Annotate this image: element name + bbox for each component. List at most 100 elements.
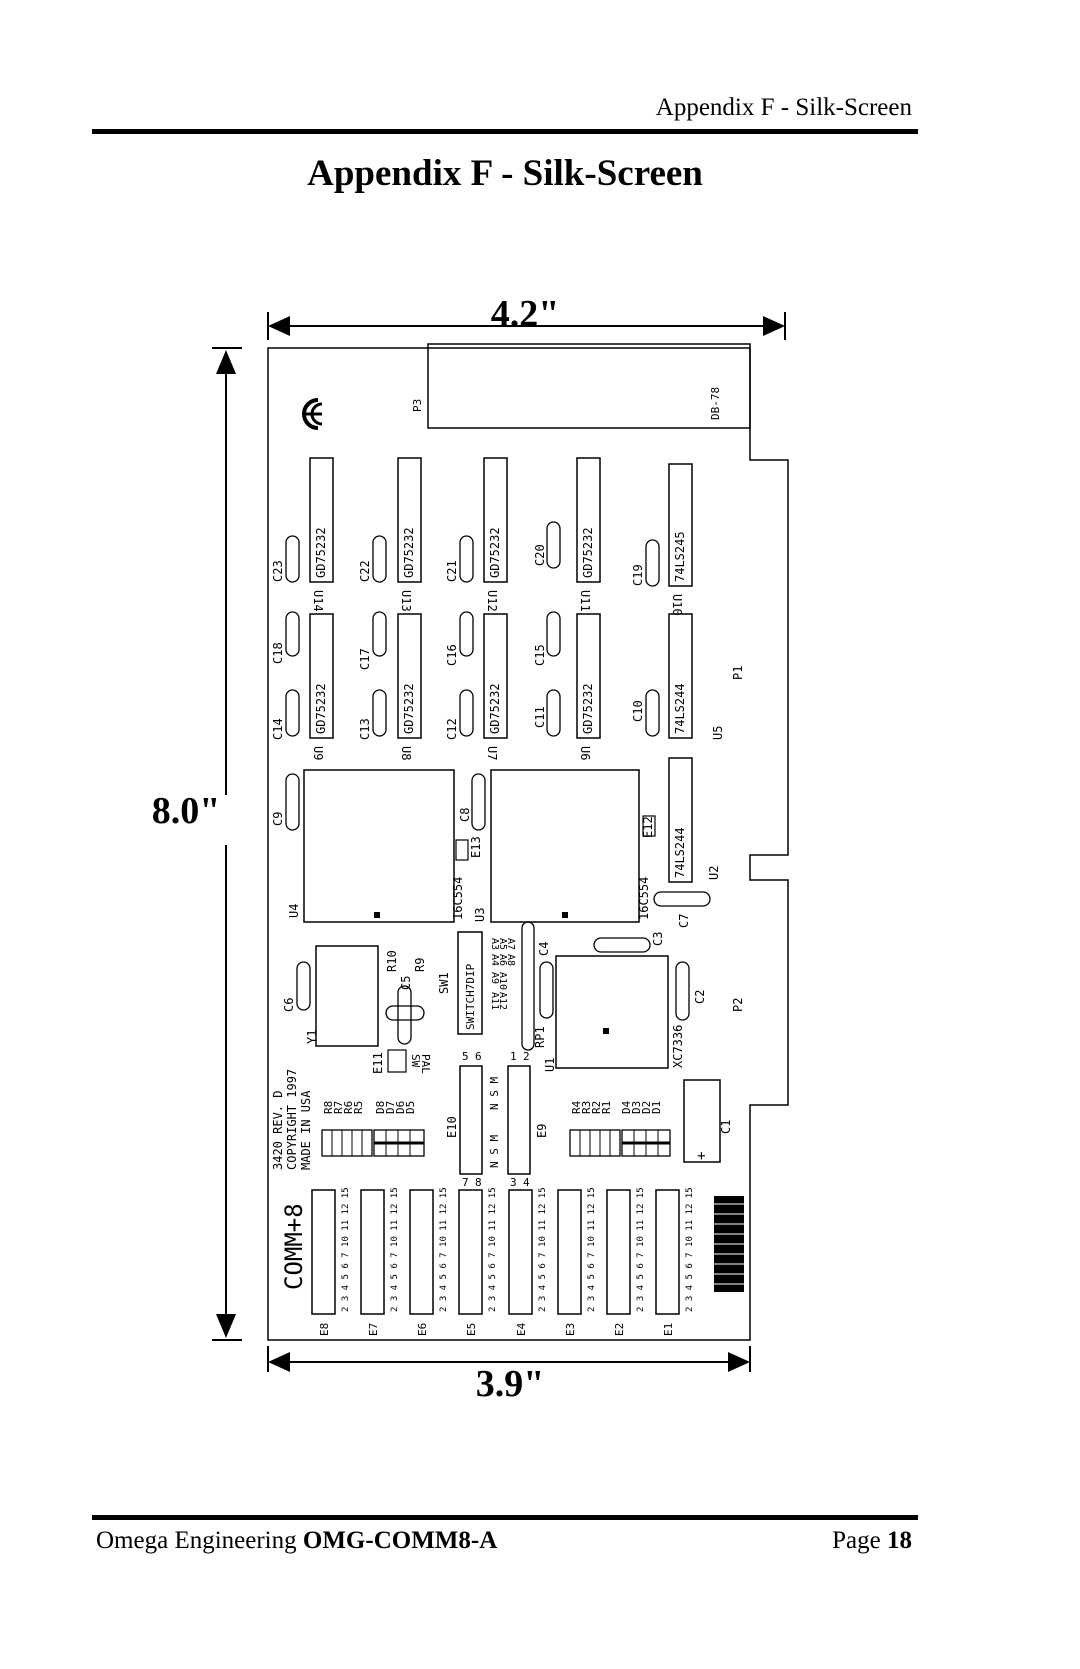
info-line-1: 3420 REV. D (271, 1091, 285, 1170)
u6-ref: U6 (578, 746, 592, 760)
e5-label: E5 (465, 1323, 478, 1336)
u1-label: U1 (543, 1058, 557, 1072)
e11-pal: PAL (419, 1054, 432, 1074)
chip-row-1: GD75232 GD75232 GD75232 GD75232 74LS245 … (309, 457, 693, 616)
e3-label: E3 (564, 1323, 577, 1336)
u3-label: U3 (473, 908, 487, 922)
e1-label: E1 (662, 1323, 675, 1336)
dimension-top: 4.2" (267, 293, 786, 340)
r8-label: R8 (322, 1101, 335, 1114)
c10-label: C10 (631, 700, 645, 722)
c15-label: C15 (533, 644, 547, 666)
u9-part: GD75232 (314, 683, 328, 734)
e7-label: E7 (367, 1323, 380, 1336)
u5-part: 74LS244 (673, 683, 687, 734)
e2-pins: 2 3 4 5 6 7 10 11 12 15 (636, 1187, 646, 1312)
d2-label: D2 (640, 1101, 653, 1114)
u13-part: GD75232 (402, 527, 416, 578)
u9-ref: U9 (311, 746, 325, 760)
running-header: Appendix F - Silk-Screen (655, 94, 912, 121)
u10-part: 74LS245 (673, 531, 687, 582)
c14-label: C14 (271, 718, 285, 740)
e9-pin4: 4 (523, 1176, 530, 1189)
addr-a7: A7 (505, 938, 516, 950)
u13-ref: U13 (399, 590, 413, 612)
c23-label: C23 (271, 560, 285, 582)
u6-part: GD75232 (581, 683, 595, 734)
e10-label: E10 (445, 1116, 459, 1138)
c6-label: C6 (282, 998, 296, 1012)
addr-a6: A6 (497, 954, 508, 966)
c2-label: C2 (693, 990, 707, 1004)
chip-row-2: GD75232 GD75232 GD75232 GD75232 74LS244 … (309, 613, 725, 760)
e9-jumper: 1 2 3 4 E9 (507, 1050, 549, 1189)
addr-a10: A10 (497, 972, 508, 990)
rp1-label: RP1 (533, 1026, 547, 1048)
u2-ref: U2 (707, 866, 721, 880)
y1-label: Y1 (305, 1030, 319, 1044)
footer-rule (92, 1515, 918, 1520)
switch-part: SWITCH7DIP (464, 963, 477, 1030)
c4-label: C4 (537, 942, 551, 956)
sw1-label: SW1 (437, 972, 451, 994)
ce-mark (302, 398, 323, 430)
r7-label: R7 (332, 1101, 345, 1114)
u14-part: GD75232 (314, 527, 328, 578)
e10-pin7: 7 (462, 1176, 469, 1189)
u2-part: 74LS244 (673, 827, 687, 878)
e12-label: E12 (641, 816, 655, 838)
addr-a5: A5 (497, 938, 508, 950)
e11-jumper: E11 SW PAL (371, 1049, 432, 1074)
e10-pin6: 6 (475, 1050, 482, 1063)
dimension-bottom: 3.9" (267, 1346, 751, 1405)
u12-part: GD75232 (488, 527, 502, 578)
c17-label: C17 (358, 648, 372, 670)
c22-label: C22 (358, 560, 372, 582)
c7-label: C7 (677, 914, 691, 928)
cpld-area: C4 C3 C2 RP1 U1 XC7336 P2 (521, 921, 745, 1072)
e8-label: E8 (318, 1323, 331, 1336)
header-rule (92, 129, 918, 134)
right-rd-bank: R4 R3 R2 R1 D4 D3 D2 D1 (569, 1100, 671, 1157)
e3-pins: 2 3 4 5 6 7 10 11 12 15 (587, 1187, 597, 1312)
e4-pins: 2 3 4 5 6 7 10 11 12 15 (538, 1187, 548, 1312)
capacitor-c1: C1 + (683, 1079, 733, 1163)
addr-a8: A8 (505, 954, 516, 966)
d8-label: D8 (374, 1101, 387, 1114)
u5-ref: U5 (711, 726, 725, 740)
board-outline (267, 347, 789, 1341)
u11-part: GD75232 (581, 527, 595, 578)
nsm-label-2: N S M (488, 1077, 501, 1110)
addr-a11: A11 (489, 992, 500, 1010)
d3-label: D3 (630, 1101, 643, 1114)
c5-label: C5 (399, 976, 413, 990)
d4-label: D4 (620, 1100, 633, 1114)
r9-label: R9 (413, 958, 427, 972)
e11-sw: SW (409, 1054, 422, 1068)
c8-label: C8 (458, 808, 472, 822)
c21-label: C21 (445, 560, 459, 582)
driver-u2: 74LS244 U2 C7 (653, 757, 721, 928)
d6-label: D6 (394, 1101, 407, 1114)
footer-page-label: Page (832, 1527, 881, 1554)
d1-label: D1 (650, 1101, 663, 1114)
footer-left: Omega Engineering OMG-COMM8-A (96, 1527, 497, 1555)
e5-pins: 2 3 4 5 6 7 10 11 12 15 (488, 1187, 498, 1312)
caps-row-1: C23 C22 C21 C20 C19 (271, 521, 660, 587)
u10-ref: U10 (670, 594, 684, 616)
r2-label: R2 (590, 1101, 603, 1114)
db78-label: DB-78 (709, 387, 722, 420)
c18-label: C18 (271, 642, 285, 664)
addr-a12: A12 (497, 992, 508, 1010)
c13-label: C13 (358, 718, 372, 740)
left-rd-bank: R8 R7 R6 R5 D8 D7 D6 D5 (321, 1101, 425, 1157)
r4-label: R4 (570, 1100, 583, 1114)
e2-label: E2 (613, 1323, 626, 1336)
u3-part: 16C554 (637, 877, 651, 920)
c16-label: C16 (445, 644, 459, 666)
info-line-2: COPYRIGHT 1997 (285, 1069, 299, 1170)
footer-model: OMG-COMM8-A (302, 1527, 498, 1554)
p3-connector (427, 343, 751, 429)
e6-label: E6 (416, 1323, 429, 1336)
